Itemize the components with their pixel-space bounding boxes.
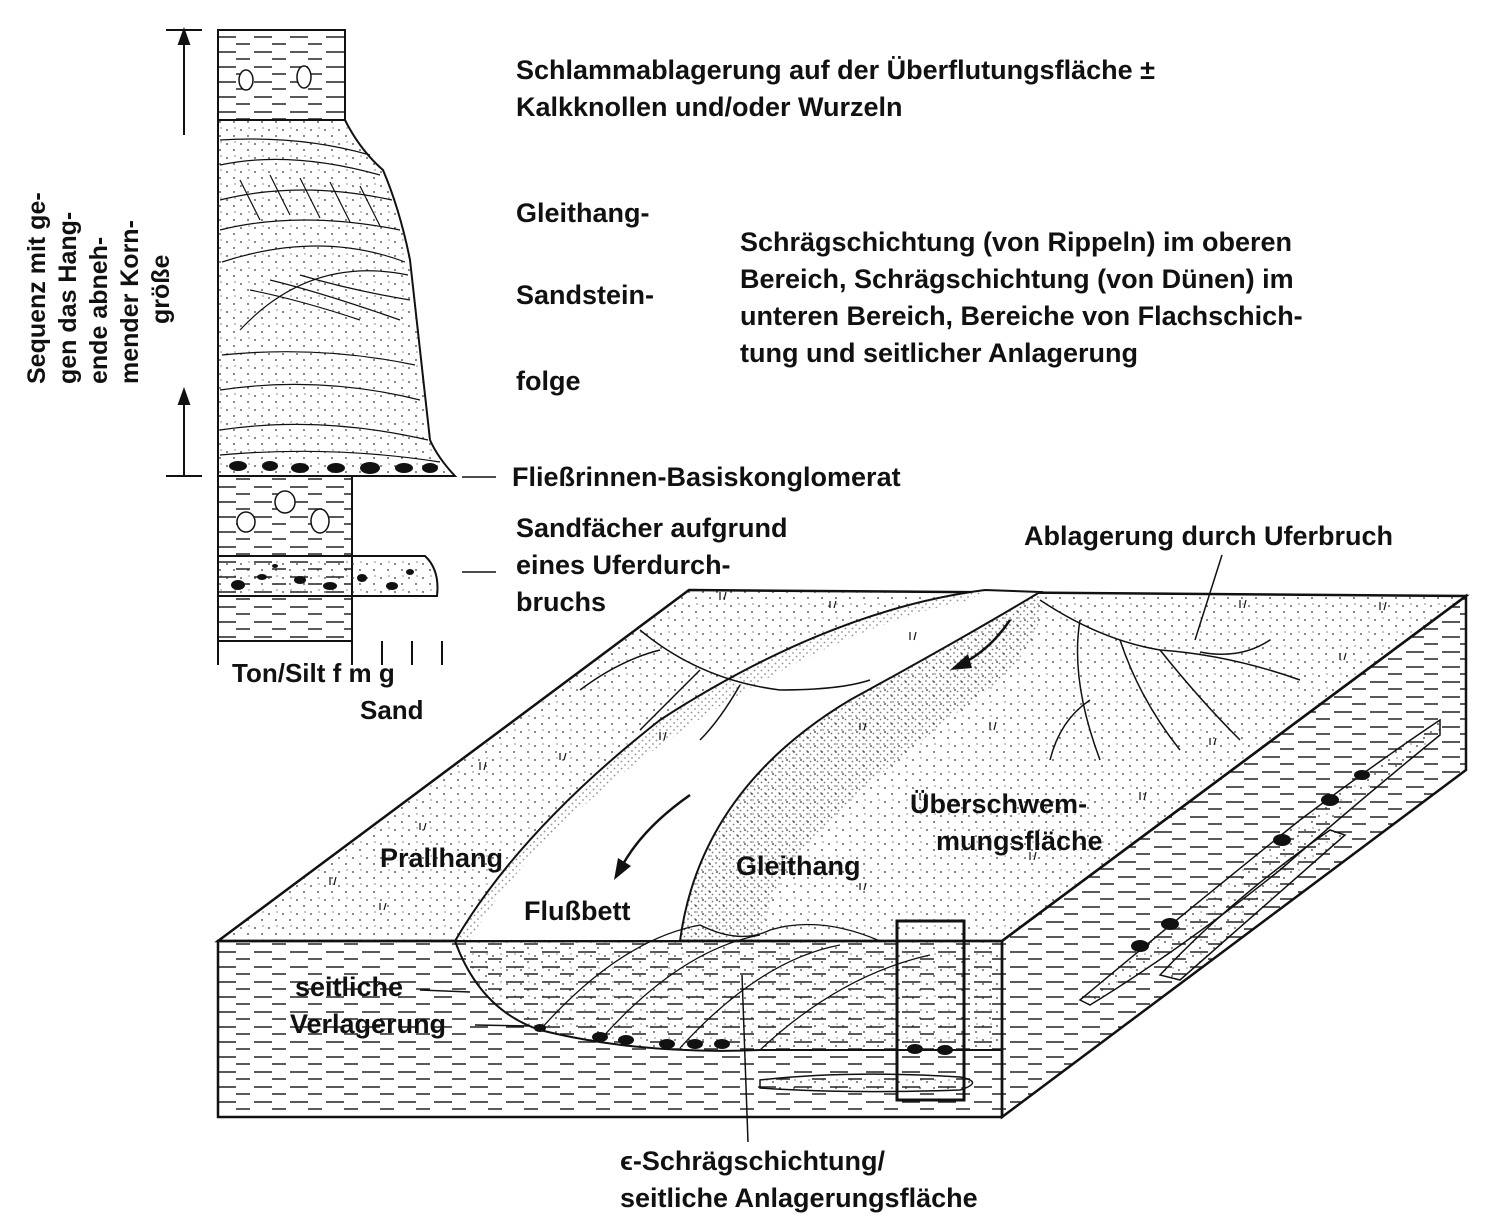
splay-pebbles: [231, 564, 414, 590]
grain-size-axis-label: Ton/Silt f m g Sand: [232, 658, 424, 725]
point-bar-sequence-label-3: folge: [516, 366, 581, 396]
calcrete-nodule: [236, 511, 256, 533]
sequence-label-line: mender Korn-: [116, 220, 144, 384]
flow-arrowheads: [614, 654, 972, 880]
crevasse-deposit-label: Ablagerung durch Uferbruch: [1024, 521, 1394, 551]
sequence-label-line: ende abneh-: [85, 236, 113, 384]
epsilon-cross-beds: [539, 923, 931, 1051]
section-location-box: [895, 919, 966, 1102]
crevasse-lens-right: [1078, 718, 1441, 1006]
sequence-label-line: gen das Hang-: [54, 211, 82, 384]
floodplain-label: Überschwem- mungsfläche: [910, 789, 1103, 856]
river-bed-label: Flußbett: [524, 896, 631, 926]
cross-bedding-description: Schrägschichtung (von Rippeln) im oberen…: [740, 227, 1303, 368]
grass-tufts: [329, 591, 1387, 911]
channel-lag-label: Fließrinnen-Basiskonglomerat: [512, 462, 901, 492]
diagram-leaders: [419, 554, 1223, 1143]
grain-size-trend-label: Sequenz mit ge- gen das Hang- ende abneh…: [22, 192, 177, 384]
sequence-label-line: größe: [147, 254, 175, 324]
grain-size-axis: [217, 641, 443, 665]
crevasse-lens-pebbles: [1131, 770, 1370, 952]
floodplain-mud-label: Schlammablagerung auf der Überflutungsfl…: [516, 55, 1155, 122]
stratigraphic-column: [166, 27, 496, 665]
sequence-arrow: [166, 27, 202, 477]
calcrete-nodule: [238, 69, 254, 91]
crevasse-splay-bed: [217, 555, 439, 597]
upper-mud-unit: [217, 29, 346, 121]
sequence-label-line: Sequenz mit ge-: [23, 192, 51, 384]
epsilon-cross-bedding-label: ϵ-Schrägschichtung/ seitliche Anlagerung…: [620, 1146, 978, 1213]
crevasse-fan-label: Sandfächer aufgrund eines Uferdurch- bru…: [516, 513, 788, 617]
calcrete-nodule: [296, 65, 312, 89]
point-bar-sequence-label-1: Gleithang-: [516, 198, 650, 228]
calcrete-nodule: [274, 490, 296, 514]
channel-cross-section: [453, 940, 1003, 1052]
point-bar-stipple: [680, 592, 1042, 941]
channel-lag-pebbles: [229, 461, 438, 474]
channel-lag-front: [534, 1024, 953, 1055]
lateral-migration-label: seitliche Verlagerung: [290, 972, 447, 1039]
sand-lens-front: [759, 1073, 974, 1093]
cross-bed-laminae: [219, 138, 441, 463]
block-diagram: [214, 554, 1470, 1143]
sand-lens-right: [1158, 829, 1347, 981]
calcrete-nodule: [310, 508, 330, 534]
cut-bank-label: Prallhang: [380, 843, 504, 873]
point-bar-sandstone: [217, 119, 458, 477]
point-bar-label: Gleithang: [736, 851, 861, 881]
point-bar-sequence-label-2: Sandstein-: [516, 280, 655, 310]
distributary-channels: [579, 599, 1301, 761]
column-leaders: [462, 476, 496, 573]
